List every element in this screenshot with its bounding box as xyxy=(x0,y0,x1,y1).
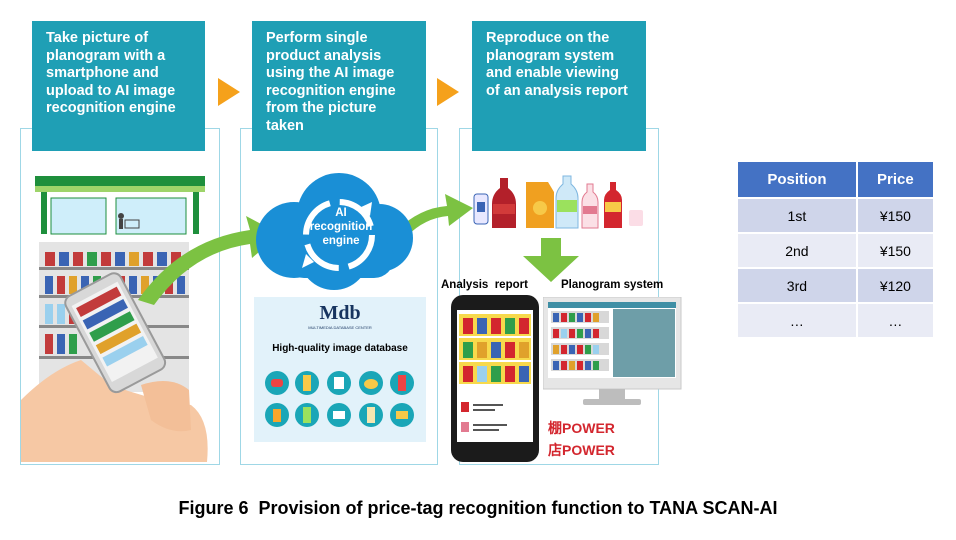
orange-arrow-1 xyxy=(218,78,240,106)
green-arrow-down xyxy=(523,238,579,282)
table-row: 1st ¥150 xyxy=(738,199,935,232)
price-cell: … xyxy=(857,304,935,337)
planogram-monitor xyxy=(543,297,682,405)
mdb-logo: Mdb xyxy=(319,302,361,324)
ai-engine-label: AI recognition engine xyxy=(309,207,373,247)
product-bottles xyxy=(473,175,643,229)
step-1-box: Take picture of planogram with a smartph… xyxy=(32,21,205,151)
table-header-row: Position Price xyxy=(738,162,935,197)
brand-logo-mise-power: 店POWER xyxy=(548,442,615,458)
step-2-text: Perform single product analysis using th… xyxy=(266,30,396,134)
step-2-box: Perform single product analysis using th… xyxy=(252,21,426,151)
price-table: Position Price 1st ¥150 2nd ¥150 3rd ¥12… xyxy=(738,160,935,339)
table-row: 2nd ¥150 xyxy=(738,234,935,267)
database-label: High-quality image database xyxy=(272,343,408,354)
price-cell: ¥120 xyxy=(857,269,935,302)
green-arrow-phone-to-cloud xyxy=(138,216,280,305)
planogram-system-label: Planogram system xyxy=(561,279,664,291)
orange-arrow-2 xyxy=(437,78,459,106)
column-header-position: Position xyxy=(738,162,858,197)
database-product-icons xyxy=(265,371,414,427)
store-illustration xyxy=(21,176,208,462)
figure-caption: Figure 6 Provision of price-tag recognit… xyxy=(178,498,778,518)
position-cell: 2nd xyxy=(738,234,858,267)
price-cell: ¥150 xyxy=(857,199,935,232)
analysis-report-label: Analysis report xyxy=(441,279,528,291)
step-3-text: Reproduce on the planogram system and en… xyxy=(486,30,628,99)
position-cell: … xyxy=(738,304,858,337)
price-cell: ¥150 xyxy=(857,234,935,267)
brand-logo-tana-power: 棚POWER xyxy=(548,420,615,436)
table-row: 3rd ¥120 xyxy=(738,269,935,302)
ai-engine-cloud xyxy=(256,173,413,290)
column-header-price: Price xyxy=(857,162,935,197)
report-screen xyxy=(457,310,533,442)
mdb-logo-subtitle: MULTIMEDIA DATABASE CENTER xyxy=(308,325,372,330)
position-cell: 3rd xyxy=(738,269,858,302)
step-3-box: Reproduce on the planogram system and en… xyxy=(472,21,646,151)
step-1-text: Take picture of planogram with a smartph… xyxy=(46,30,176,116)
green-arrow-cloud-to-products xyxy=(397,194,473,236)
position-cell: 1st xyxy=(738,199,858,232)
table-row: … … xyxy=(738,304,935,337)
